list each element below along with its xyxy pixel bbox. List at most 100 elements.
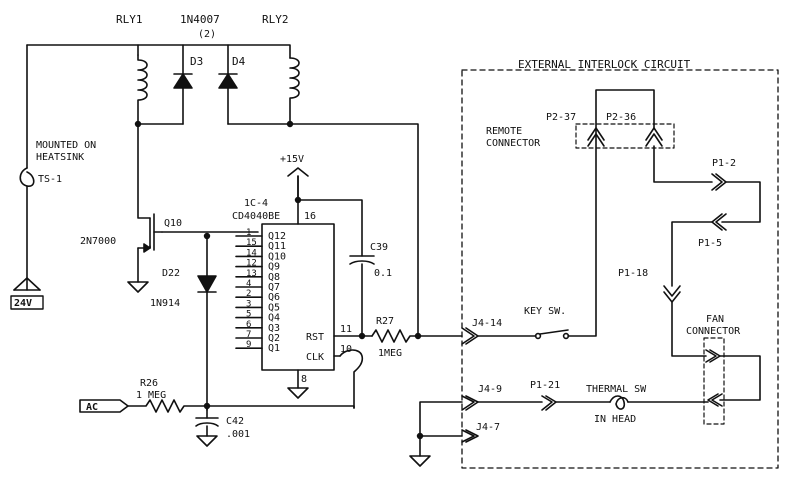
fan-label-1: FAN [706, 314, 724, 325]
thermal-switch [609, 395, 709, 410]
relay-coil-rly2 [289, 57, 300, 125]
ic-pin-name: Q3 [268, 323, 280, 334]
d3-label: D3 [190, 55, 203, 68]
ic-pin-number: 2 [246, 289, 251, 299]
thermal-sw-label: THERMAL SW [586, 384, 647, 395]
diode-d4 [218, 73, 238, 125]
r27-value: 1MEG [378, 348, 402, 359]
connector-j4-9 [461, 395, 543, 411]
ic-output-pins [235, 235, 263, 349]
c42-label: C42 [226, 416, 244, 427]
ic-pin16-label: 16 [304, 211, 316, 222]
pin11-label: 11 [340, 324, 352, 335]
ic-pin-number: 14 [246, 248, 257, 258]
ground-j4 [409, 401, 463, 467]
j4-14-label: J4-14 [472, 318, 502, 329]
j4-9-label: J4-9 [478, 384, 502, 395]
connector-p1-21 [541, 395, 611, 411]
pin8-label: 8 [301, 374, 307, 385]
rly2-label: RLY2 [262, 13, 289, 26]
fan-connector-pins [705, 349, 761, 407]
connector-j4-7 [461, 429, 479, 443]
ic-pin-name: Q10 [268, 251, 286, 262]
p1-5-label: P1-5 [698, 238, 722, 249]
ic-pin-number: 15 [246, 238, 257, 248]
clk-loop [339, 349, 364, 409]
ic-pin-number: 3 [246, 299, 251, 309]
diode-qty-label: (2) [198, 29, 216, 40]
ic-pin-number: 6 [246, 320, 251, 330]
ground-q10 [127, 281, 149, 293]
ic-pin-number: 4 [246, 279, 251, 289]
ic-pin-name: Q2 [268, 333, 280, 344]
connector-p2-36 [645, 127, 713, 183]
ac-label: AC [86, 402, 98, 413]
resistor-r26 [127, 399, 355, 413]
d4-label: D4 [232, 55, 246, 68]
supply-plus15v [287, 167, 363, 257]
ts1-label: TS-1 [38, 174, 62, 185]
ic-ref-label: 1C-4 [244, 198, 268, 209]
ground-24v [13, 277, 41, 291]
ic-pin-name: Q8 [268, 272, 280, 283]
j4-7-label: J4-7 [476, 422, 500, 433]
capacitor-c42 [195, 405, 219, 447]
ic-pin-name: Q6 [268, 292, 280, 303]
connector-p1-18 [663, 285, 707, 357]
mounted-label-1: MOUNTED ON [36, 140, 96, 151]
p1-18-label: P1-18 [618, 268, 648, 279]
r27-label: R27 [376, 316, 394, 327]
diode-d3 [173, 73, 193, 125]
d22-part-label: 1N914 [150, 298, 180, 309]
ic-pin-name: Q4 [268, 313, 280, 324]
ic-part-label: CD4040BE [232, 211, 280, 222]
q10-part-label: 2N7000 [80, 236, 116, 247]
pin10-label: 10 [340, 344, 352, 355]
ic-pin-number: 13 [246, 269, 257, 279]
ic-pin-name: Q5 [268, 302, 280, 313]
c42-value: .001 [226, 429, 250, 440]
capacitor-c39 [349, 255, 375, 340]
transistor-q10 [137, 123, 163, 283]
ic-pin-number: 5 [246, 310, 251, 320]
p2-37-label: P2-37 [546, 112, 576, 123]
q10-label: Q10 [164, 218, 182, 229]
mounted-label-2: HEATSINK [36, 152, 84, 163]
in-head-label: IN HEAD [594, 414, 636, 425]
ac-input-tag [79, 399, 129, 413]
ic-pin-number: 12 [246, 259, 257, 269]
resistor-r27 [371, 329, 463, 343]
connector-p1-5 [671, 213, 727, 287]
ic-pin-number: 9 [246, 340, 251, 350]
relay-coil-rly1 [137, 54, 148, 125]
d22-label: D22 [162, 268, 180, 279]
ic-pin-8 [287, 369, 309, 399]
remote-label-2: CONNECTOR [486, 138, 541, 149]
external-interlock-box [461, 69, 779, 469]
ic-pin-number: 7 [246, 330, 251, 340]
rly1-label: RLY1 [116, 13, 143, 26]
ic-pin-name: Q7 [268, 282, 280, 293]
ic-pin-number: 1 [246, 228, 251, 238]
p1-21-label: P1-21 [530, 380, 560, 391]
plus15v-label: +15V [280, 154, 304, 165]
r26-value: 1 MEG [136, 390, 166, 401]
24v-label-box [10, 295, 44, 310]
r26-label: R26 [140, 378, 158, 389]
remote-connector-box [575, 123, 675, 149]
key-switch [534, 89, 655, 340]
rst-label: RST [306, 332, 324, 343]
connector-j4-14 [461, 327, 537, 345]
ic-pin-name: Q1 [268, 343, 280, 354]
ic-pin-name: Q9 [268, 262, 280, 273]
fan-label-2: CONNECTOR [686, 326, 741, 337]
24v-label: 24V [14, 298, 32, 309]
p2-36-label: P2-36 [606, 112, 636, 123]
remote-label-1: REMOTE [486, 126, 522, 137]
ic-pin-name: Q11 [268, 241, 286, 252]
fan-connector-box [703, 337, 725, 425]
p1-2-label: P1-2 [712, 158, 736, 169]
key-sw-label: KEY SW. [524, 306, 566, 317]
c39-value: 0.1 [374, 268, 392, 279]
